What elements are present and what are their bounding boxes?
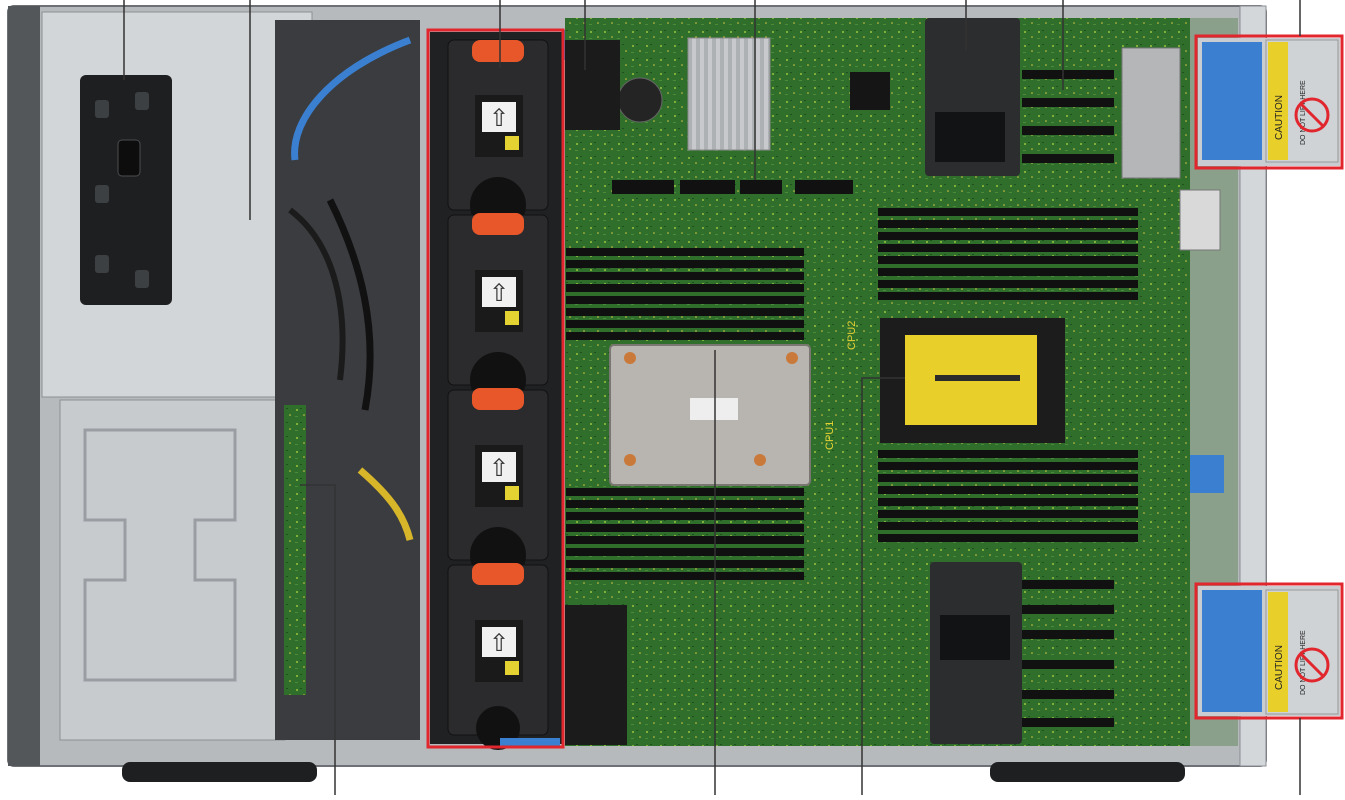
fan-arrow-1: ⇧ (489, 105, 509, 132)
dimm-bank-cpu1-lower (566, 488, 804, 580)
fan-module (447, 213, 549, 408)
caution-yellow-strip-bottom (1268, 592, 1288, 712)
drive-bay-lower (59, 399, 286, 741)
no-lift-icon-top (1294, 97, 1330, 133)
cmos-battery (617, 77, 663, 123)
no-lift-icon-bottom (1294, 647, 1330, 683)
fan-module (447, 563, 549, 750)
bracket-latch (117, 139, 141, 177)
fan-module (447, 388, 549, 583)
yellow-cable (357, 467, 414, 541)
chassis-left-rail (8, 6, 40, 766)
fan-arrow-glyphs: ⇧ ⇧ ⇧ ⇧ (489, 105, 509, 657)
dimm-bank-cpu2-lower (878, 450, 1138, 542)
pcie-riser-top-window (935, 112, 1005, 162)
front-connector-block-bottom (565, 605, 627, 745)
blue-cable (291, 36, 412, 161)
cpu1-silkscreen: CPU1 (824, 421, 836, 450)
fan-arrow-4: ⇧ (489, 630, 509, 657)
leader-lines (123, 0, 1301, 795)
black-cable-1 (326, 198, 374, 411)
io-riser-bracket (1121, 47, 1181, 179)
power-connector-blue (1190, 455, 1224, 493)
caution-text-bottom: CAUTION (1274, 645, 1285, 690)
caution-text-top: CAUTION (1274, 95, 1285, 140)
pcie-slots-top (1022, 70, 1114, 163)
black-cable-2 (288, 207, 346, 381)
psu-connector (1179, 189, 1221, 251)
pcie-riser-bottom-window (940, 615, 1010, 660)
caution-yellow-strip-top (1268, 42, 1288, 160)
socket-cover-slot (935, 375, 1020, 381)
caution-callout-box-bottom (1194, 582, 1344, 720)
caution-callout-box-top (1194, 34, 1344, 170)
fan-module (447, 39, 549, 233)
fan-callout-box (426, 28, 565, 749)
caution-subtext-top: DO NOT LIFT HERE (1300, 80, 1307, 145)
dimm-bank-cpu1-upper (566, 248, 804, 340)
bmc-chip (850, 72, 890, 110)
fan-arrow-3: ⇧ (489, 455, 509, 482)
bracket-holes (95, 92, 149, 288)
heatsink-label (690, 398, 738, 420)
fan-blue-handle-bottom (500, 738, 560, 748)
dimm-bank-cpu2-upper (878, 208, 1138, 300)
backplane-board (284, 405, 306, 695)
heatsink-screws (624, 352, 798, 466)
caution-subtext-bottom: DO NOT LIFT HERE (1300, 630, 1307, 695)
pcie-slots-bottom (1022, 580, 1114, 727)
sata-connectors (612, 180, 853, 194)
chipset-heatsink (687, 37, 771, 151)
fan-arrow-2: ⇧ (489, 280, 509, 307)
drive-bay-plate-outline (83, 428, 237, 682)
front-connector-block-top (565, 40, 620, 130)
psu-blue-latches-bottom (1202, 590, 1262, 712)
intrusion-switch-bracket (80, 75, 172, 305)
chassis-foot-left (122, 762, 317, 782)
chassis-foot-right (990, 762, 1185, 782)
fan-modules (447, 39, 549, 750)
psu-blue-latches-top (1202, 42, 1262, 160)
cpu2-silkscreen: CPU2 (846, 321, 858, 350)
